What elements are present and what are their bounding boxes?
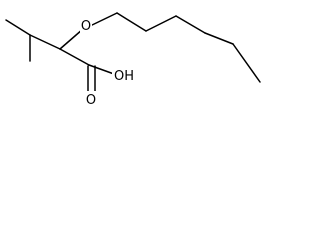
hydroxyl-bg bbox=[112, 67, 134, 83]
bond-alpha-carboxyl bbox=[59, 48, 90, 66]
bond-carboxyl-oh bbox=[88, 64, 115, 75]
carbonyl-oxygen-bg bbox=[85, 91, 97, 107]
bond-hexyl-3 bbox=[175, 15, 206, 34]
hydroxyl-label: OH bbox=[114, 69, 134, 84]
ether-oxygen-bg bbox=[80, 17, 92, 33]
bond-hexyl-2 bbox=[145, 15, 177, 32]
molecule-drawing: O OH O bbox=[5, 12, 261, 108]
bond-hexyl-5 bbox=[232, 43, 261, 83]
bond-methyl-1 bbox=[5, 19, 31, 36]
carbonyl-oxygen-label: O bbox=[86, 93, 96, 108]
bond-hexyl-4 bbox=[204, 32, 234, 45]
bond-isopropyl-alpha bbox=[29, 34, 61, 50]
bond-alpha-ether-o bbox=[59, 28, 84, 50]
bond-ether-o-chain bbox=[89, 12, 118, 27]
ether-oxygen-label: O bbox=[81, 19, 91, 34]
bond-hexyl-1 bbox=[116, 12, 147, 32]
